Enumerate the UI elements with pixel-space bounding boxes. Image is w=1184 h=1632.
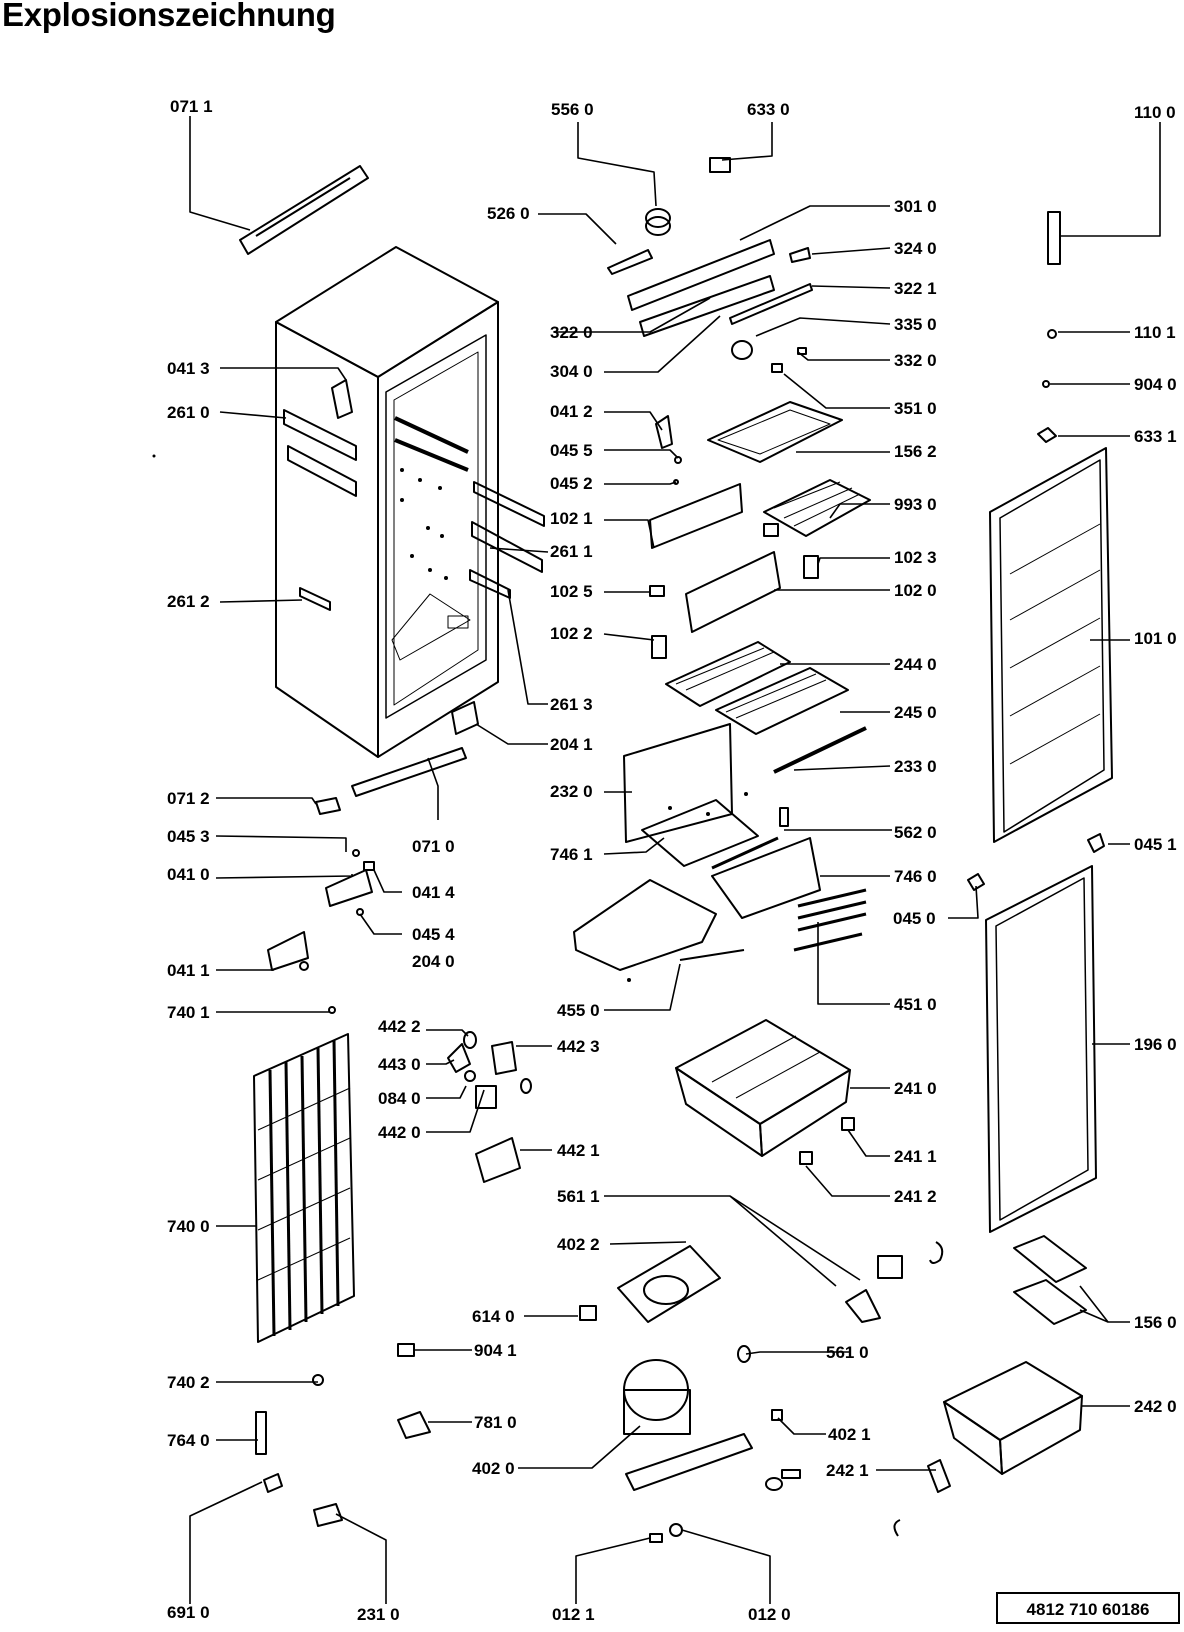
part-label: 301 0 (894, 197, 937, 216)
door-drawing (893, 211, 1113, 1537)
leader-lines (189, 116, 1161, 1604)
part-label: 614 0 (472, 1307, 515, 1326)
part-label: 261 1 (550, 542, 593, 561)
part-label: 156 2 (894, 442, 937, 461)
part-label: 691 0 (167, 1603, 210, 1622)
part-label: 561 0 (826, 1343, 869, 1362)
cabinet-drawing (275, 246, 545, 758)
part-label: 232 0 (550, 782, 593, 801)
part-label: 904 0 (1134, 375, 1177, 394)
part-label: 101 0 (1134, 629, 1177, 648)
part-label: 261 0 (167, 403, 210, 422)
part-label: 322 0 (550, 323, 593, 342)
part-label: 071 2 (167, 789, 210, 808)
part-label: 045 0 (893, 909, 936, 928)
hinge-drawing (267, 747, 467, 971)
mounting-dots (152, 454, 748, 982)
part-label: 045 3 (167, 827, 210, 846)
part-label: 556 0 (551, 100, 594, 119)
part-label: 041 2 (550, 402, 593, 421)
part-label: 261 2 (167, 592, 210, 611)
part-label: 324 0 (894, 239, 937, 258)
part-label: 102 3 (894, 548, 937, 567)
part-label: 261 3 (550, 695, 593, 714)
part-label: 102 1 (550, 509, 593, 528)
part-label: 904 1 (474, 1341, 517, 1360)
part-label: 045 1 (1134, 835, 1177, 854)
part-label: 242 0 (1134, 1397, 1177, 1416)
part-label: 402 2 (557, 1235, 600, 1254)
part-label: 402 1 (828, 1425, 871, 1444)
part-label: 442 3 (557, 1037, 600, 1056)
part-label: 562 0 (894, 823, 937, 842)
part-label: 740 2 (167, 1373, 210, 1392)
part-label: 993 0 (894, 495, 937, 514)
part-label: 332 0 (894, 351, 937, 370)
part-label: 045 5 (550, 441, 593, 460)
part-label: 443 0 (378, 1055, 421, 1074)
compressor-drawing (397, 1245, 903, 1543)
evaporator-drawing (573, 723, 867, 971)
part-071-1-drawing (239, 165, 369, 255)
part-label: 102 2 (550, 624, 593, 643)
part-label: 045 4 (412, 925, 455, 944)
part-label: 041 3 (167, 359, 210, 378)
part-label: 402 0 (472, 1459, 515, 1478)
controls-drawing (328, 1006, 532, 1183)
part-label: 071 0 (412, 837, 455, 856)
crisper-drawer-drawing (675, 1019, 855, 1165)
document-number-box: 4812 710 60186 (996, 1592, 1180, 1624)
part-label: 156 0 (1134, 1313, 1177, 1332)
part-label: 196 0 (1134, 1035, 1177, 1054)
part-label: 071 1 (170, 97, 213, 116)
part-label: 204 0 (412, 952, 455, 971)
part-label: 322 1 (894, 279, 937, 298)
part-label: 764 0 (167, 1431, 210, 1450)
part-label: 245 0 (894, 703, 937, 722)
shelves-drawing (665, 641, 867, 774)
part-label: 012 1 (552, 1605, 595, 1624)
condenser-drawing (253, 1033, 355, 1343)
part-label: 526 0 (487, 204, 530, 223)
part-label: 242 1 (826, 1461, 869, 1480)
part-label: 241 2 (894, 1187, 937, 1206)
part-label: 231 0 (357, 1605, 400, 1624)
part-label: 451 0 (894, 995, 937, 1014)
part-label: 781 0 (474, 1413, 517, 1432)
part-label: 204 1 (550, 735, 593, 754)
part-label: 241 1 (894, 1147, 937, 1166)
part-label: 110 1 (1134, 323, 1176, 342)
part-label: 041 0 (167, 865, 210, 884)
small-parts-drawing (255, 1374, 343, 1527)
part-label: 351 0 (894, 399, 937, 418)
part-label: 102 5 (550, 582, 593, 601)
part-label: 740 1 (167, 1003, 210, 1022)
part-label: 561 1 (557, 1187, 600, 1206)
part-label: 633 1 (1134, 427, 1177, 446)
part-label: 633 0 (747, 100, 790, 119)
part-label: 041 1 (167, 961, 210, 980)
part-label: 041 4 (412, 883, 455, 902)
part-label: 442 0 (378, 1123, 421, 1142)
page-title: Explosionszeichnung (2, 0, 336, 33)
part-label: 746 0 (894, 867, 937, 886)
part-label: 335 0 (894, 315, 937, 334)
part-label: 012 0 (748, 1605, 791, 1624)
part-label: 442 1 (557, 1141, 600, 1160)
part-label: 241 0 (894, 1079, 937, 1098)
part-label: 233 0 (894, 757, 937, 776)
part-label: 244 0 (894, 655, 937, 674)
part-label: 102 0 (894, 581, 937, 600)
part-label: 110 0 (1134, 103, 1176, 122)
part-label: 045 2 (550, 474, 593, 493)
part-label: 740 0 (167, 1217, 210, 1236)
upper-module-drawing (607, 157, 871, 659)
part-label: 304 0 (550, 362, 593, 381)
part-label: 455 0 (557, 1001, 600, 1020)
part-label: 746 1 (550, 845, 593, 864)
part-label: 442 2 (378, 1017, 421, 1036)
part-label: 084 0 (378, 1089, 421, 1108)
